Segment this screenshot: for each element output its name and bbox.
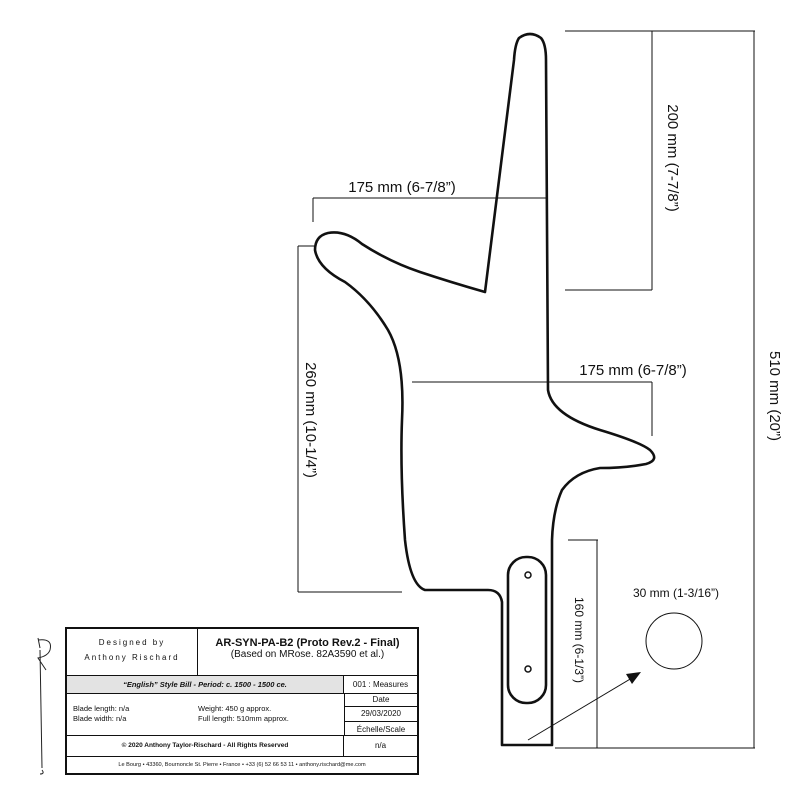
overall-length-label: 510 mm (20”) bbox=[766, 351, 783, 441]
section-arrow-head bbox=[626, 672, 641, 684]
date-cell: Date 29/03/2020 Échelle/Scale bbox=[344, 694, 417, 735]
rivet-lower bbox=[524, 665, 532, 673]
socket-diameter-label: 30 mm (1-3/16”) bbox=[633, 586, 719, 600]
socket-section-circle bbox=[645, 612, 703, 670]
style-period: “English” Style Bill - Period: c. 1500 -… bbox=[67, 676, 344, 693]
designed-by-label: Designed by bbox=[98, 638, 166, 647]
date-value: 29/03/2020 bbox=[345, 707, 417, 722]
weight: Weight: 450 g approx. bbox=[198, 704, 272, 713]
socket-length-label: 160 mm (6-1/3”) bbox=[572, 597, 586, 683]
lower-hook-width-label: 175 mm (6-7/8”) bbox=[579, 362, 687, 379]
reference-title: AR-SYN-PA-B2 (Proto Rev.2 - Final) bbox=[215, 637, 400, 649]
signature-mark bbox=[37, 637, 51, 775]
designer-cell: Designed by Anthony Rischard bbox=[67, 629, 198, 675]
title-block: Designed by Anthony Rischard AR-SYN-PA-B… bbox=[65, 627, 419, 775]
rivet-upper bbox=[524, 571, 532, 579]
sheet-number: 001 : Measures bbox=[352, 680, 409, 689]
reference-based-on: (Based on MRose. 82A3590 et al.) bbox=[230, 649, 385, 660]
section-arrow-line bbox=[527, 674, 638, 741]
designer-name: Anthony Rischard bbox=[84, 653, 180, 663]
date-label: Date bbox=[345, 694, 417, 707]
blade-length: Blade length: n/a bbox=[73, 704, 130, 713]
scale-value: n/a bbox=[374, 741, 387, 750]
spike-length-label: 200 mm (7-7/8”) bbox=[664, 104, 681, 212]
address: Le Bourg • 43360, Bournoncle St. Pierre … bbox=[118, 762, 366, 768]
copyright: © 2020 Anthony Taylor-Rischard - All Rig… bbox=[67, 736, 344, 756]
hook-height-label: 260 mm (10-1/4”) bbox=[302, 362, 319, 478]
full-length: Full length: 510mm approx. bbox=[198, 714, 289, 723]
reference-cell: AR-SYN-PA-B2 (Proto Rev.2 - Final) (Base… bbox=[198, 629, 417, 675]
socket-outline bbox=[506, 555, 548, 705]
blade-width: Blade width: n/a bbox=[73, 714, 127, 723]
bill-blade-outline bbox=[313, 32, 656, 747]
upper-hook-width-label: 175 mm (6-7/8”) bbox=[348, 179, 456, 196]
weight-specs: Weight: 450 g approx. Full length: 510mm… bbox=[198, 704, 338, 724]
blade-specs: Blade length: n/a Blade width: n/a bbox=[73, 704, 183, 724]
scale-label: Échelle/Scale bbox=[356, 725, 406, 734]
